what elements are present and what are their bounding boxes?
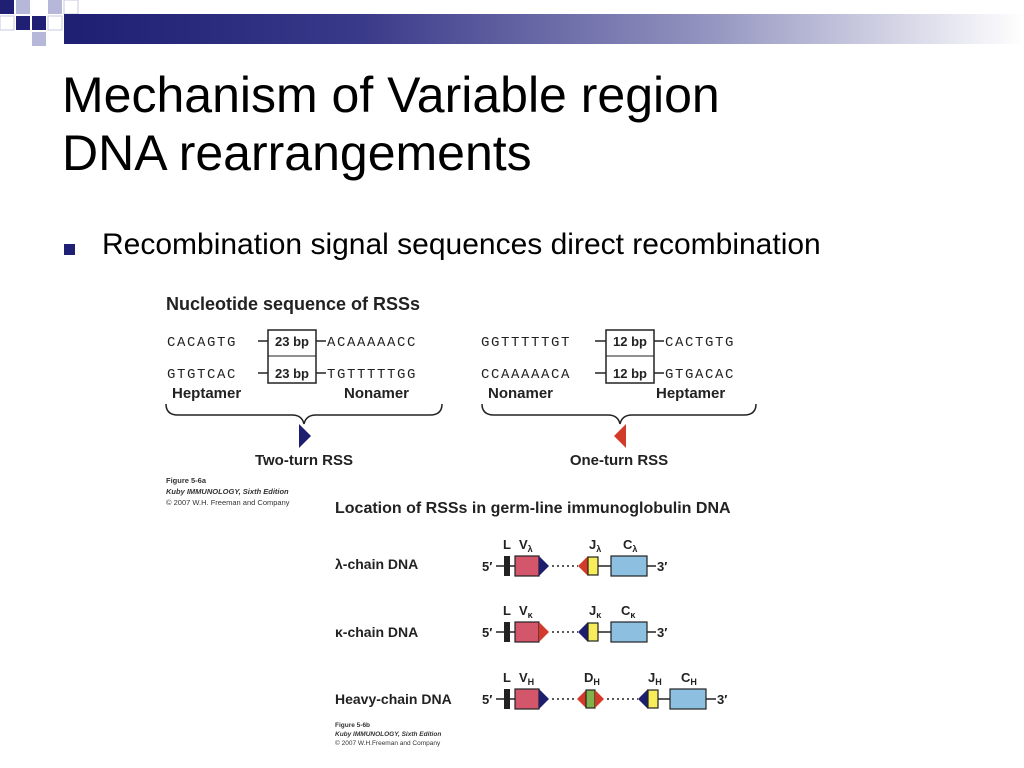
heavy-c-segment [669, 688, 707, 710]
two-turn-rss-sequence: CACAGTG 23 bp ACAAAAACC GTGTCAC 23 bp TG… [165, 329, 443, 469]
seq-two-top-right: ACAAAAACC [327, 335, 417, 351]
kappa-chain-row: κ-chain DNA L Vκ Jκ Cκ 5′ 3′ [335, 603, 667, 643]
caption-two-turn: Two-turn RSS [255, 452, 353, 469]
caption-one-turn: One-turn RSS [570, 452, 668, 469]
credit-b-copyright: © 2007 W.H.Freeman and Company [335, 739, 441, 747]
kappa-3prime: 3′ [657, 625, 667, 640]
credit-b-book: Kuby IMMUNOLOGY, Sixth Edition [335, 731, 441, 738]
lambda-chain-label: λ-chain DNA [335, 556, 418, 572]
lambda-j-segment [587, 556, 599, 576]
heavy-j-segment [647, 689, 659, 709]
lambda-chain-row: λ-chain DNA L Vλ Jλ Cλ 5′ 3′ [335, 537, 667, 577]
slide-title-line2: DNA rearrangements [62, 125, 532, 181]
label-heptamer-left: Heptamer [172, 385, 241, 402]
bullet-square-icon [64, 244, 75, 255]
figure-a-title: Nucleotide sequence of RSSs [166, 294, 420, 314]
heavy-leader-segment [504, 689, 510, 709]
heavy-D-label: DH [584, 670, 600, 687]
one-turn-rss-sequence: GGTTTTTGT 12 bp CACTGTG CCAAAAACA 12 bp … [481, 329, 757, 469]
heavy-J-label: JH [648, 670, 662, 687]
seq-two-top-left: CACAGTG [167, 335, 237, 351]
credit-a-figure: Figure 5-6a [166, 476, 207, 485]
seq-one-bottom-right: GTGACAC [665, 367, 735, 383]
heavy-chain-label: Heavy-chain DNA [335, 691, 452, 707]
label-heptamer-right: Heptamer [656, 385, 725, 402]
kappa-5prime: 5′ [482, 625, 492, 640]
kappa-c-segment [610, 621, 648, 643]
heavy-V-label: VH [519, 670, 534, 687]
kappa-v-segment [514, 621, 540, 643]
seq-two-bottom-right: TGTTTTTGG [327, 367, 417, 383]
kappa-leader-segment [504, 622, 510, 642]
title-gradient-bar [80, 14, 1024, 44]
lambda-L-label: L [503, 537, 511, 552]
lambda-c-segment [610, 555, 648, 577]
lambda-5prime: 5′ [482, 559, 492, 574]
heavy-chain-row: Heavy-chain DNA L VH DH JH CH 5′ 3′ [335, 670, 727, 710]
lambda-v-segment [514, 555, 540, 577]
heavy-L-label: L [503, 670, 511, 685]
spacer-one-top: 12 bp [613, 334, 647, 349]
two-turn-rss-triangle-icon [299, 424, 311, 448]
kappa-L-label: L [503, 603, 511, 618]
lambda-3prime: 3′ [657, 559, 667, 574]
two-turn-brace [165, 403, 443, 425]
seq-one-top-left: GGTTTTTGT [481, 335, 571, 351]
spacer-one-bottom: 12 bp [613, 366, 647, 381]
kappa-V-label: Vκ [519, 603, 534, 620]
kappa-j-rss-icon [578, 622, 588, 642]
kappa-J-label: Jκ [589, 603, 602, 620]
bullet-text: Recombination signal sequences direct re… [102, 228, 821, 261]
kappa-chain-label: κ-chain DNA [335, 624, 418, 640]
heavy-d-rss-left-icon [577, 690, 586, 708]
credit-a-copyright: © 2007 W.H. Freeman and Company [166, 498, 290, 507]
slide-title: Mechanism of Variable region DNA rearran… [62, 66, 962, 182]
lambda-J-label: Jλ [589, 537, 601, 554]
kappa-v-rss-icon [539, 622, 549, 642]
one-turn-brace [481, 403, 757, 425]
corner-decoration [0, 0, 80, 46]
label-nonamer-left: Nonamer [344, 385, 409, 402]
heavy-v-segment [514, 688, 540, 710]
heavy-d-segment [585, 689, 596, 709]
lambda-v-rss-icon [539, 556, 549, 576]
heavy-d-rss-right-icon [595, 690, 604, 708]
heavy-5prime: 5′ [482, 692, 492, 707]
lambda-V-label: Vλ [519, 537, 533, 554]
kappa-j-segment [587, 622, 599, 642]
seq-one-bottom-left: CCAAAAACA [481, 367, 571, 383]
label-nonamer-right: Nonamer [488, 385, 553, 402]
lambda-C-label: Cλ [623, 537, 637, 554]
seq-one-top-right: CACTGTG [665, 335, 735, 351]
lambda-leader-segment [504, 556, 510, 576]
spacer-two-bottom: 23 bp [275, 366, 309, 381]
seq-two-bottom-left: GTGTCAC [167, 367, 237, 383]
figure-b-title: Location of RSSs in germ-line immunoglob… [335, 500, 731, 517]
credit-b-figure: Figure 5-6b [335, 722, 370, 729]
kappa-C-label: Cκ [621, 603, 636, 620]
spacer-two-top: 23 bp [275, 334, 309, 349]
slide-title-line1: Mechanism of Variable region [62, 67, 720, 123]
one-turn-rss-triangle-icon [614, 424, 626, 448]
lambda-j-rss-icon [578, 556, 588, 576]
heavy-3prime: 3′ [717, 692, 727, 707]
heavy-C-label: CH [681, 670, 697, 687]
heavy-j-rss-icon [638, 689, 648, 709]
credit-a-book: Kuby IMMUNOLOGY, Sixth Edition [166, 487, 289, 496]
heavy-v-rss-icon [539, 689, 549, 709]
